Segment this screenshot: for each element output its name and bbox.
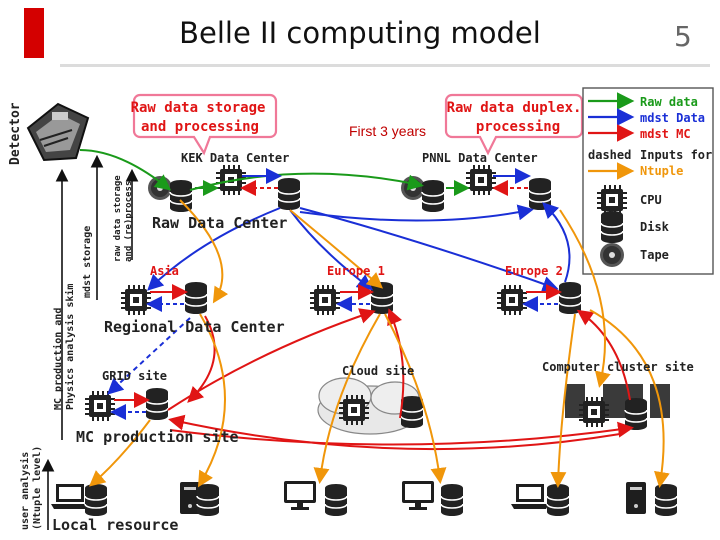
- cluster-disk-icon: [624, 397, 648, 431]
- callout-right-bubble: [444, 93, 584, 156]
- local-disk-icon-2: [196, 483, 220, 517]
- callout-left-bubble: [132, 93, 278, 156]
- raw-storage-label-1: raw data storage: [113, 175, 123, 262]
- europe2-cpu-icon: [496, 284, 528, 316]
- legend-disk-icon: [600, 210, 624, 244]
- pnnl-disk-icon: [421, 179, 445, 213]
- callout-right-line2: processing: [476, 119, 560, 135]
- legend-mdst-data: mdst Data: [640, 111, 705, 125]
- pnnl-tape-icon: [401, 176, 425, 200]
- kek-disk-icon: [169, 179, 193, 213]
- legend-ntuple: Ntuple: [640, 164, 683, 178]
- legend-tape: Tape: [640, 248, 669, 262]
- local-monitor-icon-2: [402, 481, 434, 510]
- europe1-cpu-icon: [309, 284, 341, 316]
- detector-image: [26, 102, 90, 162]
- cluster-racks: [565, 384, 670, 418]
- local-laptop-icon: [51, 484, 89, 509]
- pnnl-label: PNNL Data Center: [422, 151, 538, 165]
- callout-left-line2: and processing: [141, 119, 259, 135]
- legend-mdst-mc: mdst MC: [640, 127, 691, 141]
- legend-disk: Disk: [640, 220, 670, 234]
- asia-cpu-icon: [120, 284, 152, 316]
- legend-inputs-for: Inputs for: [640, 148, 712, 162]
- flow-arrows: [79, 149, 670, 488]
- europe1-label: Europe 1: [327, 264, 385, 278]
- local-disk-icon-4: [440, 483, 464, 517]
- europe2-label: Europe 2: [505, 264, 563, 278]
- local-resource-label: Local resource: [52, 516, 178, 534]
- raw-storage-label-2: and (re)process: [124, 181, 134, 262]
- europe1-disk-icon: [370, 281, 394, 315]
- grid-label: GRID site: [102, 369, 167, 383]
- pnnl-cpu-icon: [465, 164, 497, 196]
- legend-lines: [588, 92, 635, 180]
- cluster-label: Computer cluster site: [542, 360, 694, 374]
- slide-number: 5: [674, 20, 692, 53]
- pnnl-disk2-icon: [528, 177, 552, 211]
- raw-dc-label: Raw Data Center: [152, 214, 287, 232]
- local-disk-icon-3: [324, 483, 348, 517]
- cloud-disk-icon: [400, 395, 424, 429]
- kek-disk2-icon: [277, 177, 301, 211]
- regional-dc-label: Regional Data Center: [104, 318, 285, 336]
- local-disk-icon-1: [84, 483, 108, 517]
- slide-title: Belle II computing model: [179, 16, 541, 50]
- kek-label: KEK Data Center: [181, 151, 289, 165]
- local-disk-icon-6: [654, 483, 678, 517]
- callout-right-line1: Raw data duplex.: [447, 100, 582, 116]
- grid-cpu-icon: [84, 390, 116, 422]
- local-tower-icon-2: [626, 482, 646, 514]
- user-analysis-label-1: user analysis: [19, 452, 31, 530]
- legend-tape-icon: [600, 243, 624, 267]
- kek-tape-icon: [148, 176, 172, 200]
- first-years-label: First 3 years: [349, 123, 426, 139]
- local-monitor-icon-1: [284, 481, 316, 510]
- europe2-disk-icon: [558, 281, 582, 315]
- local-laptop-icon-2: [511, 484, 549, 509]
- mc-production-side-label-1: MC production and: [52, 308, 64, 410]
- detector-label: Detector: [8, 102, 23, 165]
- user-analysis-label-2: (Ntuple level): [32, 446, 43, 530]
- side-arrows: [41, 154, 139, 530]
- legend-box: [582, 87, 714, 275]
- asia-label: Asia: [150, 264, 179, 278]
- asia-disk-icon: [184, 281, 208, 315]
- mc-production-label: MC production site: [76, 428, 239, 446]
- legend-raw-data: Raw data: [640, 95, 698, 109]
- accent-bar: [24, 8, 44, 58]
- legend-dashed: dashed: [588, 148, 631, 162]
- title-divider: [60, 64, 710, 67]
- grid-disk-icon: [145, 387, 169, 421]
- cloud-label: Cloud site: [342, 364, 414, 378]
- callout-left-line1: Raw data storage: [131, 100, 266, 116]
- mc-production-side-label-2: Physics analysis skim: [64, 284, 76, 410]
- mdst-storage-label: mdst storage: [82, 226, 93, 298]
- legend-cpu: CPU: [640, 193, 662, 207]
- local-disk-icon-5: [546, 483, 570, 517]
